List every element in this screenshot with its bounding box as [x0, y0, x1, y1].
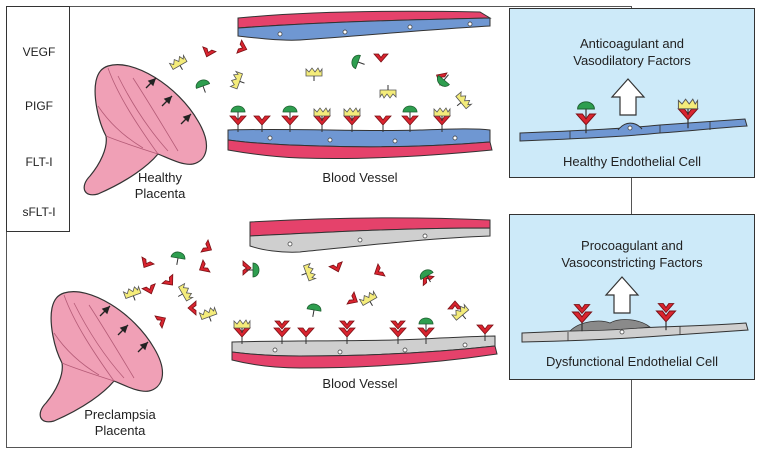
top-vessel-lower-wall — [227, 128, 493, 160]
dysfunctional-cell-panel: Procoagulant and Vasoconstricting Factor… — [509, 214, 755, 380]
healthy-placenta-label: Healthy Placenta — [134, 170, 186, 201]
up-arrow-icon — [611, 78, 645, 116]
top-free-molecules — [168, 39, 473, 113]
up-arrow-icon — [605, 276, 639, 314]
dysfunctional-factors-title: Procoagulant and Vasoconstricting Factor… — [561, 238, 703, 270]
top-bound-receptors — [229, 105, 451, 133]
legend-flt1-label: FLT-I — [25, 155, 53, 169]
bottom-vessel-lower-wall — [231, 335, 498, 369]
bottom-free-molecules — [122, 239, 473, 329]
release-arrows-top — [145, 77, 192, 125]
dysfunctional-cell-artwork — [521, 276, 749, 343]
healthy-cell-label: Healthy Endothelial Cell — [562, 154, 702, 169]
legend-sflt1-label: sFLT-I — [22, 205, 56, 219]
healthy-cell-artwork — [519, 78, 748, 142]
bottom-vessel-label: Blood Vessel — [322, 376, 398, 391]
panel-connector — [631, 178, 632, 214]
preeclampsia-placenta-icon — [39, 291, 164, 423]
release-arrows-bottom — [99, 305, 149, 353]
dysfunctional-cell-label: Dysfunctional Endothelial Cell — [546, 354, 718, 369]
top-vessel-upper-wall — [237, 10, 492, 41]
healthy-cell-panel: Anticoagulant and Vasodilatory Factors H… — [509, 8, 755, 178]
top-vessel-label: Blood Vessel — [322, 170, 398, 185]
bottom-vessel-upper-wall — [249, 217, 491, 253]
legend-vegf-label: VEGF — [22, 45, 56, 59]
healthy-factors-title: Anticoagulant and Vasodilatory Factors — [573, 36, 691, 68]
legend: VEGF PIGF FLT-I sFLT-I — [6, 6, 70, 232]
legend-pigf-label: PIGF — [24, 99, 53, 113]
healthy-vegf-receptor — [575, 101, 597, 134]
preeclampsia-placenta-label: Preclampsia Placenta — [84, 407, 156, 438]
